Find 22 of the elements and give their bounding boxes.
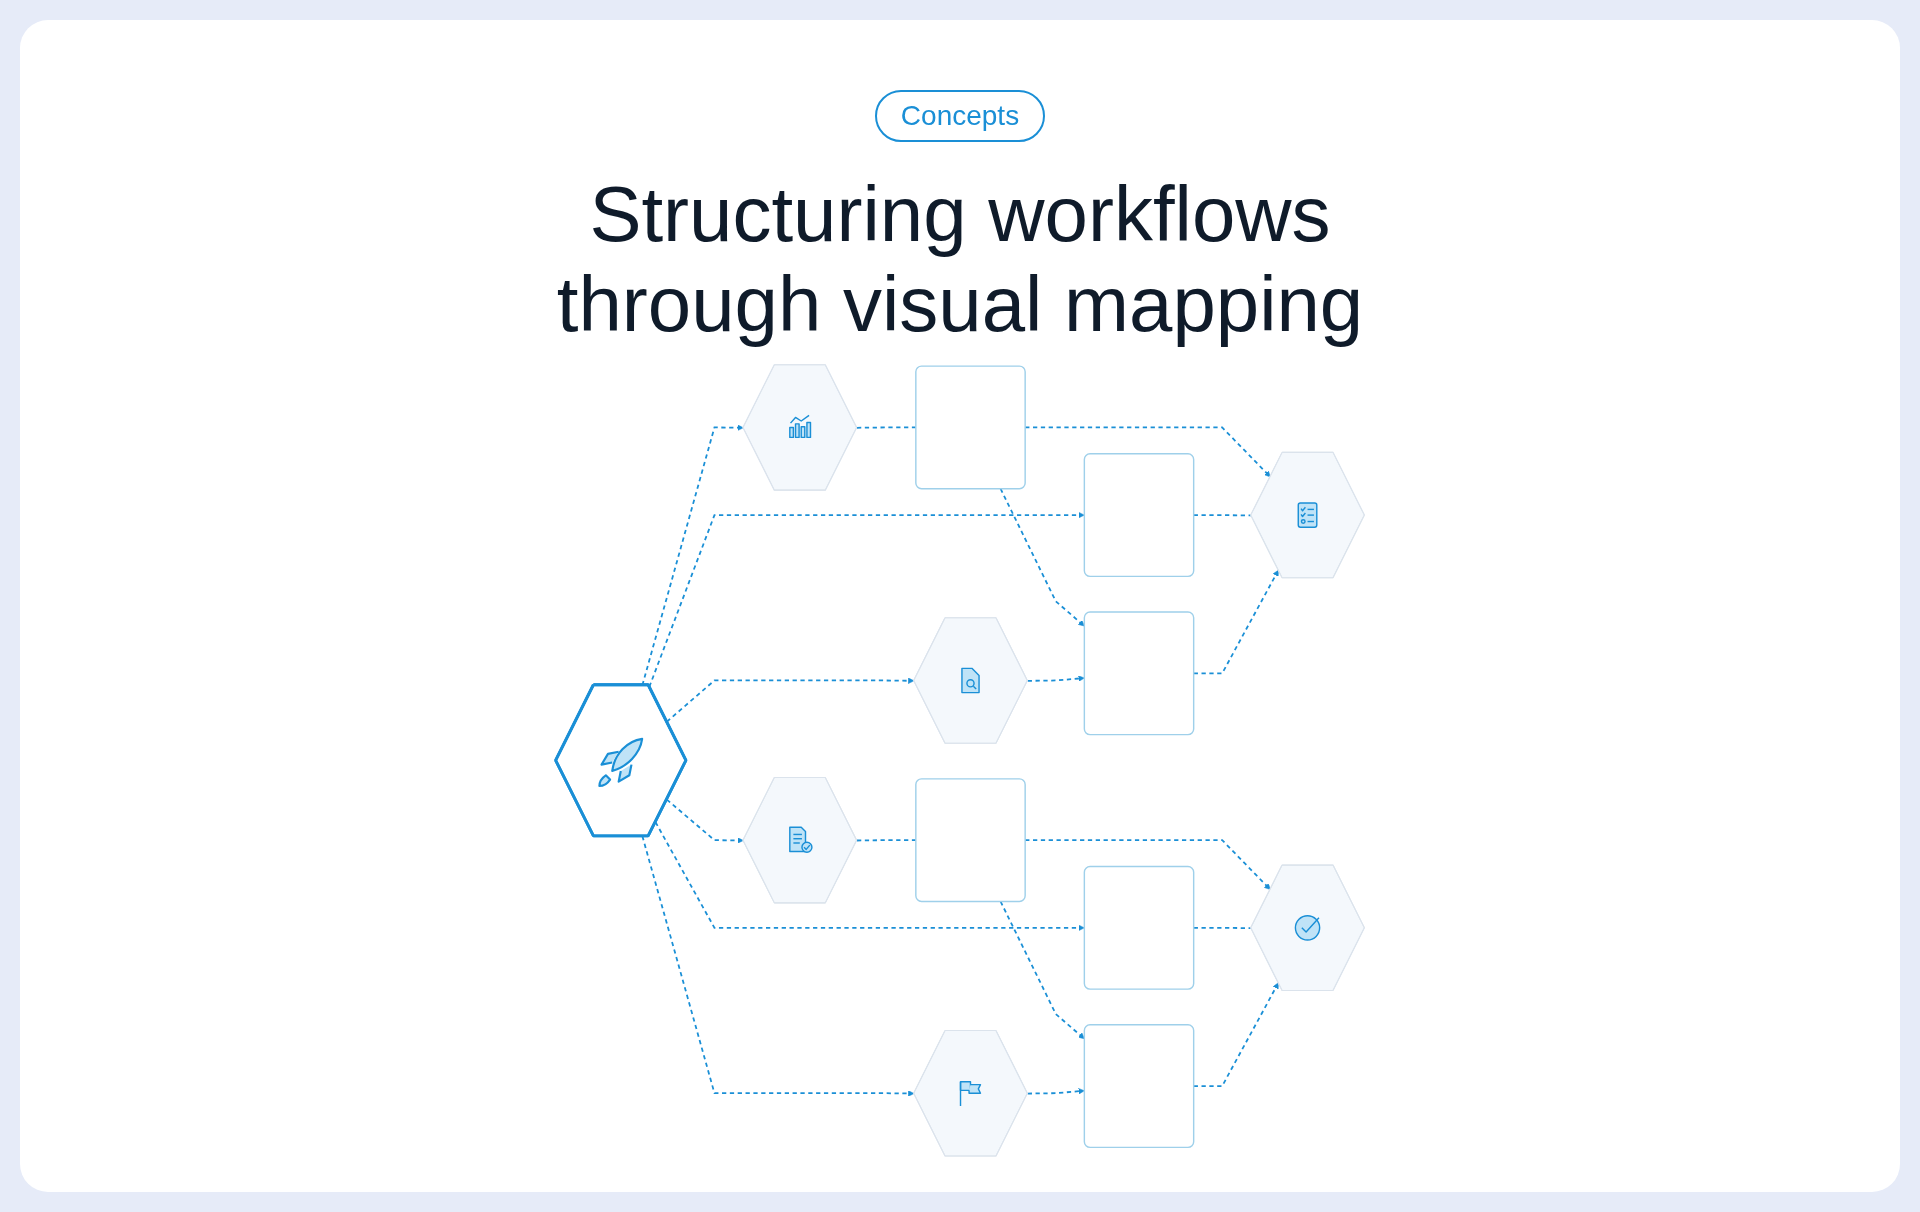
process-box: [1083, 866, 1195, 991]
hexagon-node: [1250, 452, 1365, 579]
arrow: [999, 900, 1085, 1040]
process-box: [1083, 453, 1195, 578]
hexagon-node: [742, 777, 858, 904]
hexagon-node: [1250, 864, 1365, 992]
process-box: [1083, 611, 1195, 736]
arrow: [665, 799, 744, 844]
arrow: [1026, 1088, 1085, 1095]
hexagon-node: [742, 364, 858, 492]
process-box: [915, 365, 1026, 490]
arrow: [665, 678, 915, 723]
hexagon-node: [913, 617, 1028, 745]
hexagon-node: [554, 683, 688, 838]
process-box: [1083, 1024, 1195, 1149]
hexagon-node: [913, 1030, 1028, 1157]
arrow: [999, 488, 1085, 627]
title: Structuring workflows through visual mapping: [555, 170, 1365, 350]
process-box: [915, 778, 1026, 903]
arrow: [654, 821, 1085, 932]
category-tag: Concepts: [874, 90, 1046, 142]
arrow: [1026, 675, 1085, 683]
